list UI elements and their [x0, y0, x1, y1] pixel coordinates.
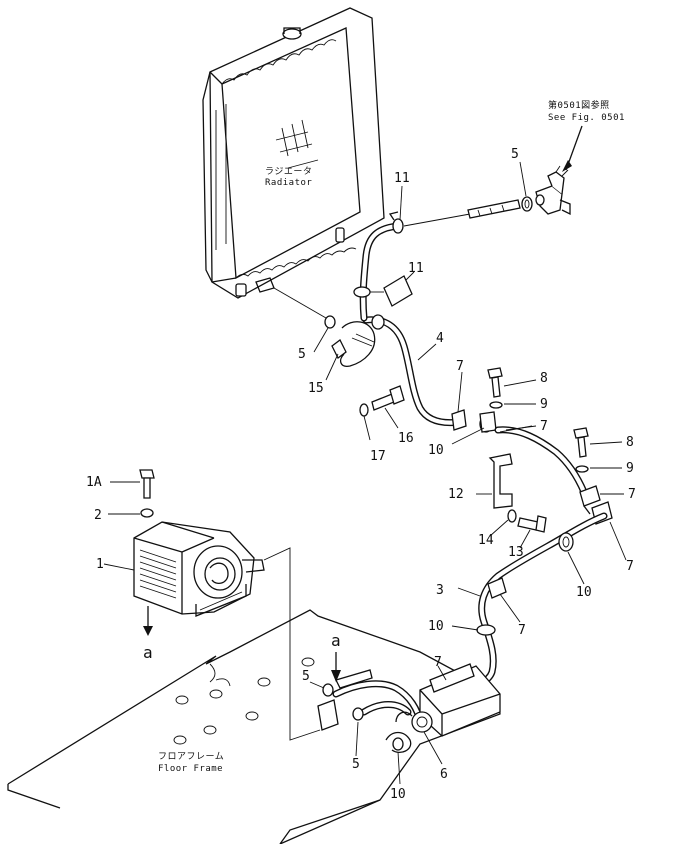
label-16: 16 [398, 431, 414, 446]
label-a-floor: a [331, 631, 341, 650]
bracket-7-plate [429, 663, 475, 693]
label-12: 12 [448, 487, 464, 502]
clamp-hose4-start [371, 314, 385, 330]
hose-mid [494, 426, 588, 496]
label-5-top: 5 [511, 147, 519, 162]
label-15: 15 [308, 381, 324, 396]
clamp-10-lower [476, 624, 496, 636]
label-7-f: 7 [434, 655, 442, 670]
label-11-b: 11 [408, 261, 424, 276]
label-8-b: 8 [626, 435, 634, 450]
washer-9-upper [489, 401, 503, 409]
bolt-1A [139, 469, 155, 499]
label-7-d: 7 [626, 559, 634, 574]
label-7-c: 7 [628, 487, 636, 502]
label-3: 3 [436, 583, 444, 598]
clamp-10-floor [385, 731, 412, 754]
hose-3 [448, 512, 608, 698]
label-14: 14 [478, 533, 494, 548]
label-10-b: 10 [576, 585, 592, 600]
label-a-left: a [143, 643, 153, 662]
bolt-8-upper [487, 367, 503, 398]
clamp-5-floor-b [352, 707, 364, 721]
label-7-b: 7 [540, 419, 548, 434]
label-11-a: 11 [394, 171, 410, 186]
hose-upper [359, 213, 471, 322]
washer-9-lower [575, 465, 589, 473]
washer-2 [140, 508, 154, 518]
radiator [202, 7, 385, 299]
bracket-7-hose3 [487, 577, 507, 599]
clamp-10-hose3 [558, 532, 574, 552]
label-10-c: 10 [428, 619, 444, 634]
label-7-a: 7 [456, 359, 464, 374]
label-8-a: 8 [540, 371, 548, 386]
label-5-floor-a: 5 [302, 669, 310, 684]
clamp-5-floor-a [322, 683, 334, 697]
label-1: 1 [96, 557, 104, 572]
hose-4 [362, 316, 464, 427]
label-10-a: 10 [428, 443, 444, 458]
bolt-8-lower [573, 427, 589, 458]
leader-radiator-outlet [273, 287, 327, 319]
bolt-16 [371, 385, 405, 411]
floor-frame [7, 609, 501, 844]
label-5-floor-b: 5 [352, 757, 360, 772]
floor-caption-jp: フロアフレーム [158, 751, 224, 762]
see-fig-caption-jp: 第0501図参照 [548, 99, 610, 111]
washer-14 [507, 509, 517, 523]
floor-pipes [332, 669, 424, 726]
label-9-a: 9 [540, 397, 548, 412]
heater-unit [133, 521, 265, 617]
see-fig-caption-en: See Fig. 0501 [548, 113, 625, 123]
label-4: 4 [436, 331, 444, 346]
valve-6 [395, 711, 433, 733]
valve [535, 165, 571, 216]
washer-17 [359, 403, 369, 417]
label-6: 6 [440, 767, 448, 782]
clamp-11-lower [353, 275, 413, 307]
clamp-bracket-floor [317, 699, 339, 731]
label-13: 13 [508, 545, 524, 560]
label-leaders [103, 161, 627, 785]
clamp-11-upper [388, 211, 404, 234]
label-5-left: 5 [298, 347, 306, 362]
clamp-5-left [324, 315, 376, 367]
radiator-caption-jp: ラジエータ [265, 166, 312, 177]
label-7-e: 7 [518, 623, 526, 638]
bolt-13 [517, 515, 547, 533]
label-17: 17 [370, 449, 386, 464]
label-2: 2 [94, 508, 102, 523]
bracket-12 [488, 453, 513, 509]
label-10-d: 10 [390, 787, 406, 802]
label-1A: 1A [86, 475, 102, 490]
tube-valve [467, 199, 521, 219]
label-9-b: 9 [626, 461, 634, 476]
leader-heater-floor [263, 547, 321, 741]
radiator-caption-en: Radiator [265, 178, 312, 188]
floor-caption-en: Floor Frame [158, 764, 223, 774]
bracket-7-mid [451, 409, 497, 433]
clamp-5-top [521, 196, 533, 212]
